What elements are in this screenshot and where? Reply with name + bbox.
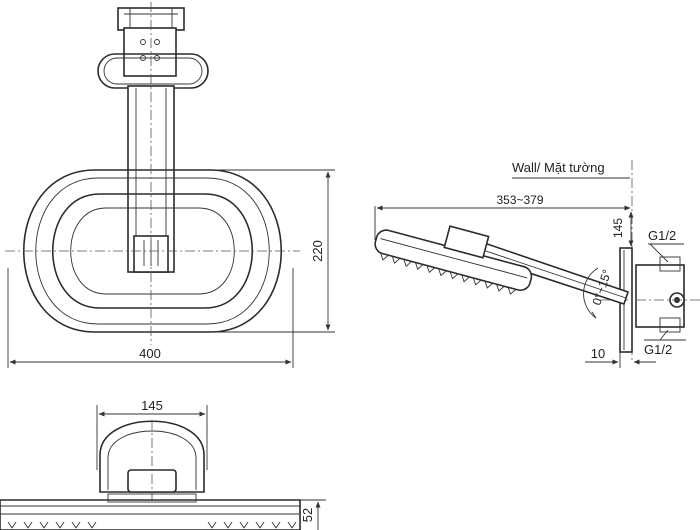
head-profile — [0, 499, 301, 530]
nozzle-row — [380, 252, 517, 295]
bottom-view: 145 52 — [0, 398, 326, 530]
dim-thickness: 52 — [300, 508, 315, 522]
mount-bracket-body — [123, 27, 177, 77]
shower-head-outer — [23, 169, 282, 333]
side-view: 0°~15° 353~379 Wall/ Mặt tường 145 G1/2 … — [374, 160, 700, 368]
dim-flange-depth: 10 — [591, 346, 605, 361]
thread-label-bottom: G1/2 — [644, 342, 672, 357]
shower-head-rim — [35, 177, 270, 325]
dim-width-front: 400 — [139, 346, 161, 361]
front-view: 400 220 — [5, 2, 335, 368]
wall-label: Wall/ Mặt tường — [512, 160, 605, 175]
thread-label-top: G1/2 — [648, 228, 676, 243]
dim-arm-length: 353~379 — [496, 193, 543, 207]
dim-height-front: 220 — [310, 240, 325, 262]
shower-head-inner — [51, 193, 254, 309]
dim-bottom-width: 145 — [141, 398, 163, 413]
side-arm-connector — [443, 225, 490, 259]
dim-bracket-height: 145 — [611, 218, 625, 238]
